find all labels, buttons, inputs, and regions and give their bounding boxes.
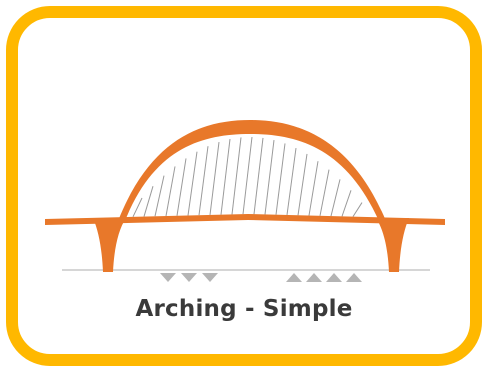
card-caption: Arching - Simple (0, 296, 488, 322)
